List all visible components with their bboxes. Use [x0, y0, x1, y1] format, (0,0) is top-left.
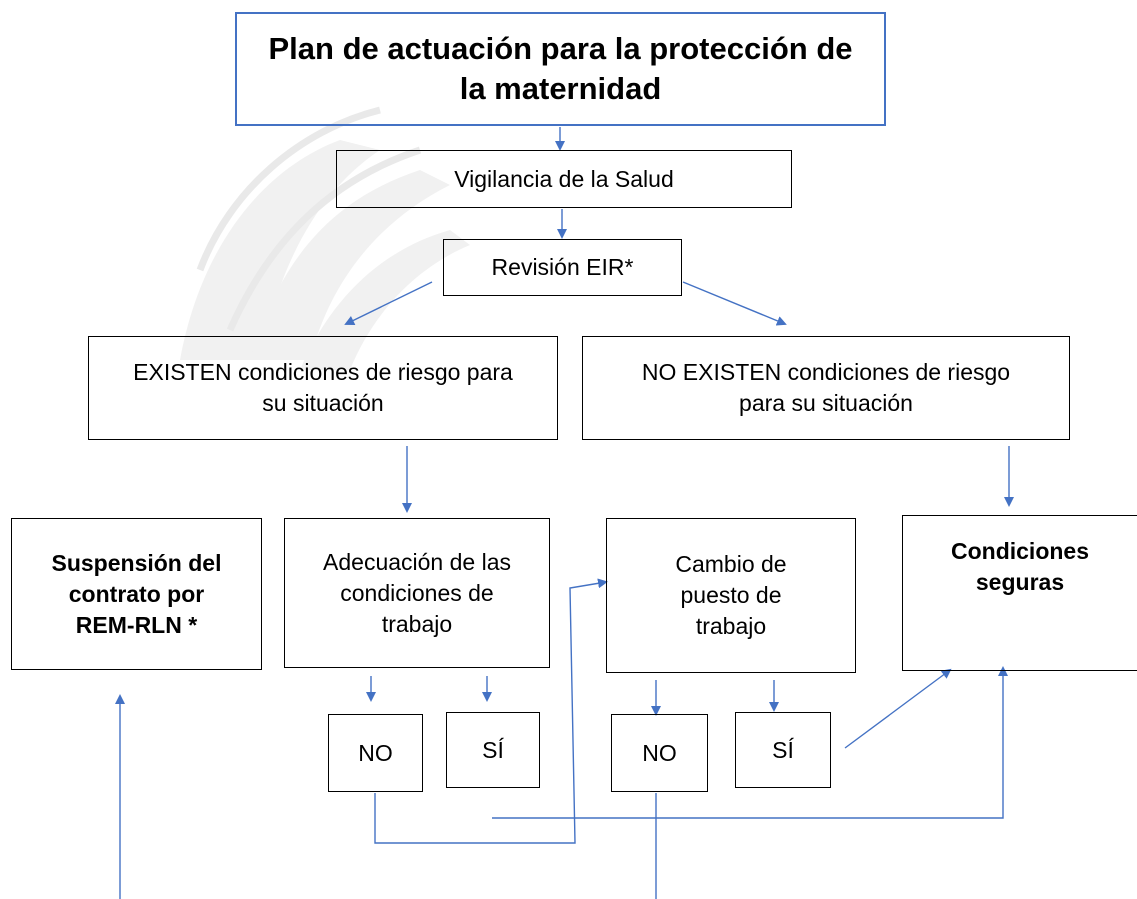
node-adecuacion-si: SÍ [446, 712, 540, 788]
node-revision: Revisión EIR* [443, 239, 682, 296]
arrow-adecuacion-si-to-condiciones [492, 666, 1008, 819]
arrow-si-to-condiciones [844, 668, 952, 749]
node-cambio: Cambio de puesto de trabajo [606, 518, 856, 673]
node-adecuacion-no: NO [328, 714, 423, 792]
node-adecuacion: Adecuación de las condiciones de trabajo [284, 518, 550, 668]
node-existen: EXISTEN condiciones de riesgo para su si… [88, 336, 558, 440]
arrow-revision-to-existen [344, 281, 433, 325]
arrow-adecuacion-no-to-cambio [374, 578, 608, 844]
arrow-revision-to-no-existen [682, 281, 787, 326]
node-cambio-no: NO [611, 714, 708, 792]
node-cambio-si: SÍ [735, 712, 831, 788]
node-vigilancia: Vigilancia de la Salud [336, 150, 792, 208]
node-condiciones-seguras: Condiciones seguras [902, 515, 1137, 671]
diagram-title: Plan de actuación para la protección de … [268, 31, 853, 106]
node-no-existen: NO EXISTEN condiciones de riesgo para su… [582, 336, 1070, 440]
title-box: Plan de actuación para la protección de … [235, 12, 886, 126]
node-suspension: Suspensión del contrato por REM-RLN * [11, 518, 262, 670]
